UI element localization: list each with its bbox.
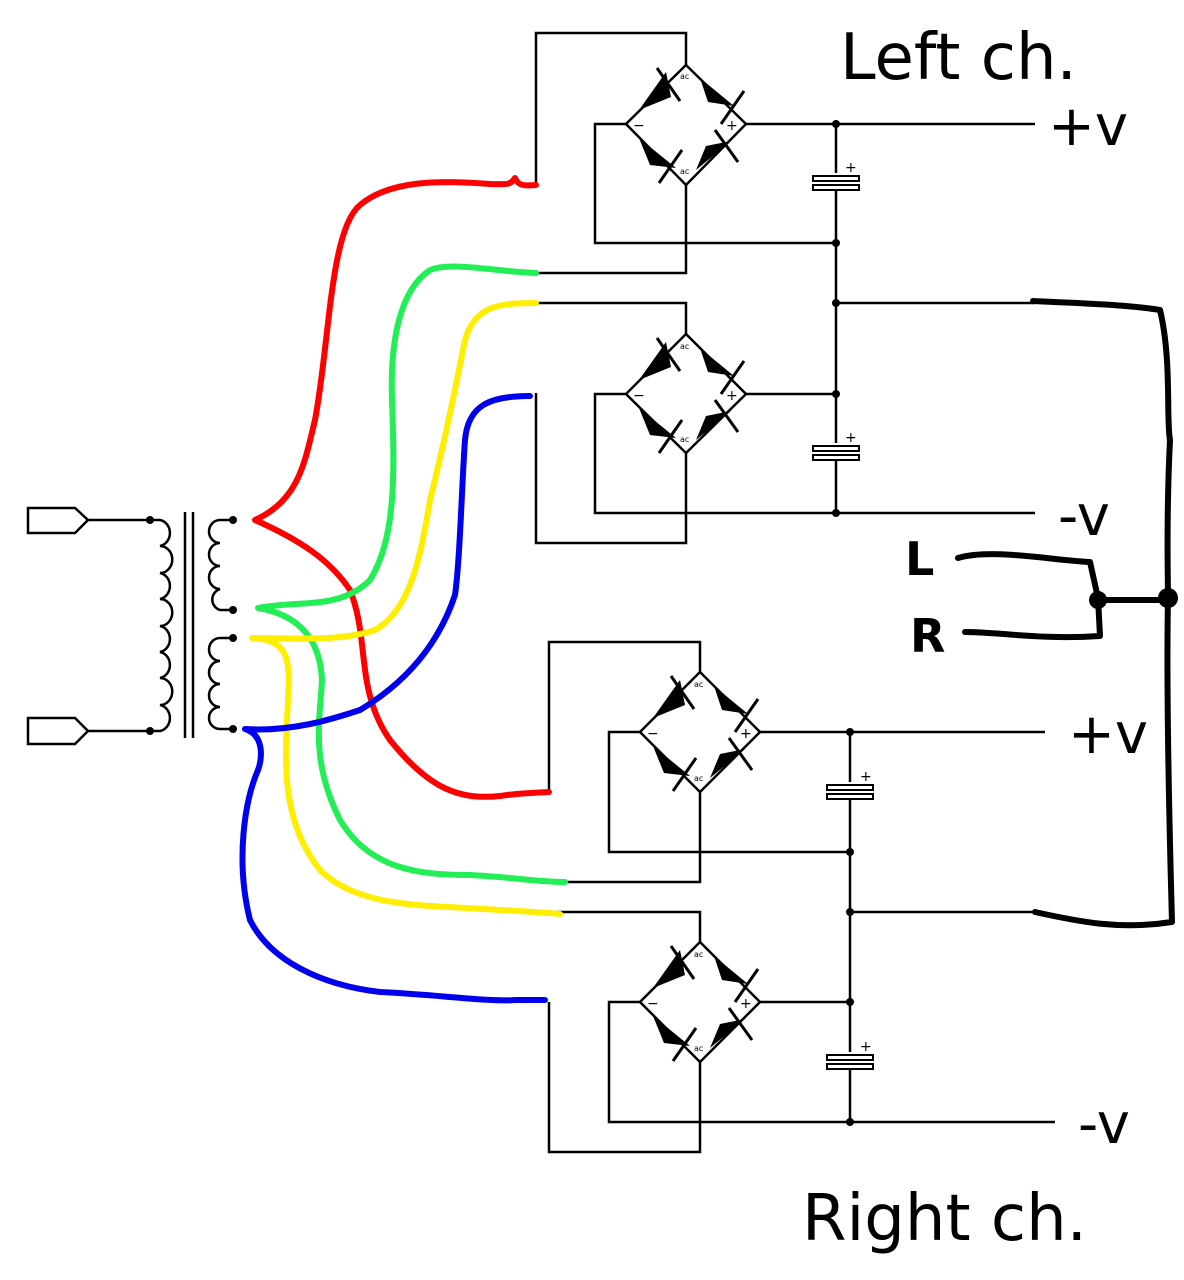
bridge-1-ac-top: ac	[680, 72, 689, 81]
yellow-wire	[249, 300, 563, 917]
right-rails	[846, 728, 1055, 1126]
left-minus-v-label: -v	[1058, 484, 1110, 549]
bridge-2-plus: +	[726, 388, 738, 404]
bridge-4-ac-top: ac	[694, 950, 703, 959]
left-channel-label: Left ch.	[840, 21, 1077, 95]
transformer	[146, 512, 237, 738]
right-channel-label: Right ch.	[802, 1182, 1087, 1256]
bridge-2-ac-bottom: ac	[680, 435, 689, 444]
green-wire	[255, 263, 568, 885]
bridge-3-ac-bottom: ac	[694, 774, 703, 783]
capacitor-3: +	[826, 769, 874, 800]
capacitor-4: +	[826, 1039, 874, 1070]
left-rails	[832, 120, 1035, 517]
capacitor-2-polarity: +	[845, 430, 857, 446]
red-wire	[252, 175, 552, 800]
rectifier-bridge-1: ac ac − +	[534, 31, 836, 275]
bridge-4-plus: +	[740, 996, 752, 1012]
bridge-3-plus: +	[740, 726, 752, 742]
l-input-label: L	[905, 532, 934, 586]
mains-plug-bottom	[26, 716, 150, 746]
mains-plug-top	[26, 506, 150, 535]
bridge-4-minus: −	[647, 996, 659, 1012]
bridge-4-ac-bottom: ac	[694, 1044, 703, 1053]
capacitor-4-polarity: +	[860, 1039, 872, 1055]
rectifier-bridge-2: ac ac − +	[534, 301, 836, 545]
r-input-label: R	[910, 609, 945, 663]
bridge-3-minus: −	[647, 726, 659, 742]
capacitor-1: +	[812, 160, 860, 191]
bridge-2-ac-top: ac	[680, 342, 689, 351]
rectifier-bridge-4: ac ac − +	[547, 910, 850, 1154]
bridge-2-minus: −	[633, 388, 645, 404]
bridge-1-plus: +	[726, 118, 738, 134]
capacitor-1-polarity: +	[845, 160, 857, 176]
rectifier-bridge-3: ac ac − +	[547, 640, 850, 884]
left-plus-v-label: +v	[1048, 94, 1128, 159]
bridge-3-ac-top: ac	[694, 680, 703, 689]
bridge-1-minus: −	[633, 118, 645, 134]
right-minus-v-label: -v	[1078, 1092, 1130, 1157]
capacitor-3-polarity: +	[860, 769, 872, 785]
capacitor-2: +	[812, 430, 860, 461]
bridge-1-ac-bottom: ac	[680, 167, 689, 176]
ground-star-wiring	[955, 298, 1178, 929]
blue-wire	[239, 393, 548, 1004]
right-plus-v-label: +v	[1068, 702, 1148, 767]
